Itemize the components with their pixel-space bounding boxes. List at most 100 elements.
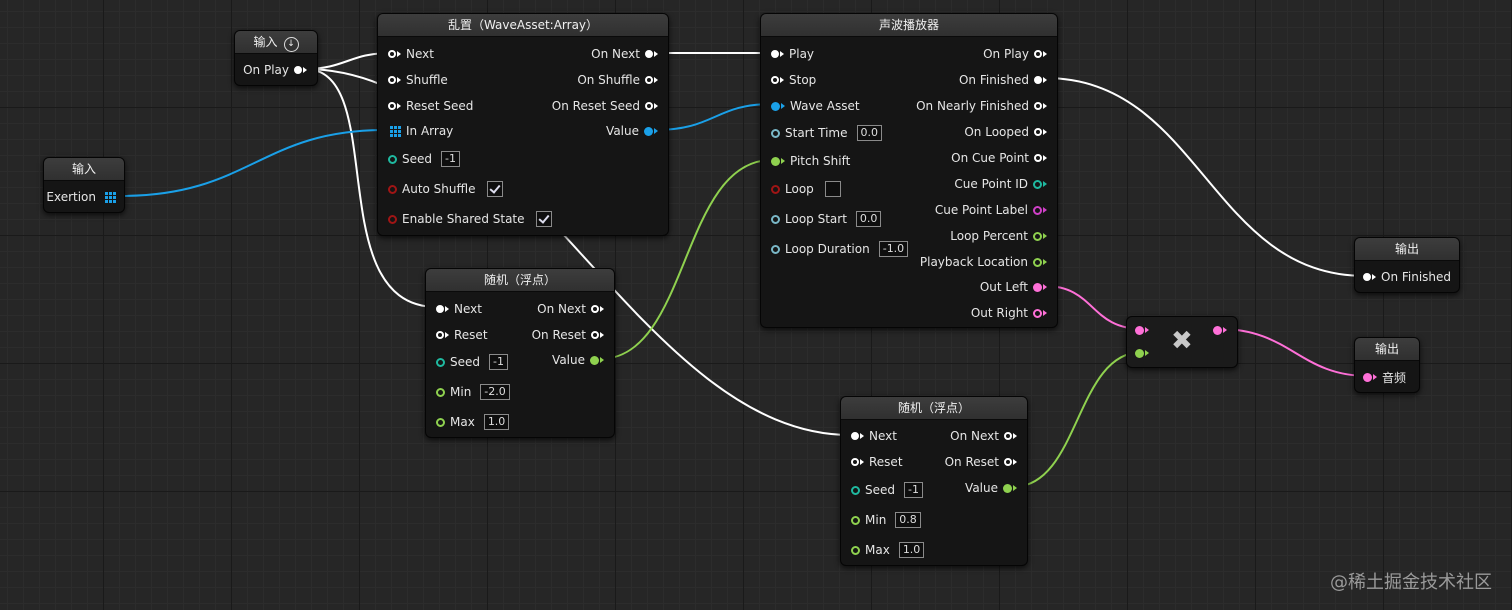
min-input[interactable]: 0.8 <box>895 512 921 528</box>
max-input[interactable]: 1.0 <box>483 414 510 430</box>
time-pin-icon[interactable] <box>771 244 780 254</box>
exec-pin-icon[interactable] <box>1034 50 1042 58</box>
multiply-node[interactable]: ✖ <box>1126 316 1238 368</box>
pin-multiply-b[interactable] <box>1135 344 1149 362</box>
pin-on-looped[interactable]: On Looped <box>959 123 1047 141</box>
pin-cue-point-id[interactable]: Cue Point ID <box>949 175 1047 193</box>
exec-pin-icon[interactable] <box>388 102 396 110</box>
pin-out-right[interactable]: Out Right <box>966 304 1047 322</box>
pin-on-nearly-finished[interactable]: On Nearly Finished <box>911 97 1047 115</box>
wave-pin-icon[interactable] <box>644 126 653 136</box>
arrow-down-circle-icon[interactable]: ↓ <box>283 37 299 52</box>
exec-pin-icon[interactable] <box>771 76 779 84</box>
pin-on-next[interactable]: On Next <box>532 300 604 318</box>
start-time-input[interactable]: 0.0 <box>856 125 882 141</box>
pin-loop[interactable]: Loop <box>771 180 841 198</box>
exec-pin-icon[interactable] <box>388 50 396 58</box>
audio-pin-icon[interactable] <box>1135 325 1144 335</box>
string-pin-icon[interactable] <box>1033 205 1042 215</box>
pin-reset-seed[interactable]: Reset Seed <box>388 97 478 115</box>
bool-pin-icon[interactable] <box>388 214 397 224</box>
loop-start-input[interactable]: 0.0 <box>855 211 882 227</box>
array-pin-icon[interactable] <box>105 191 116 203</box>
pin-value[interactable]: Value <box>601 122 658 140</box>
pin-value[interactable]: Value <box>960 479 1017 497</box>
int-pin-icon[interactable] <box>388 154 397 164</box>
input-node-exertion[interactable]: 输入 Exertion <box>43 157 125 213</box>
seed-input[interactable]: -1 <box>489 354 508 370</box>
pin-value[interactable]: Value <box>547 351 604 369</box>
enable-shared-state-checkbox[interactable] <box>535 211 552 227</box>
float-pin-icon[interactable] <box>1033 257 1042 267</box>
exec-pin-icon[interactable] <box>1004 432 1012 440</box>
pin-on-reset[interactable]: On Reset <box>940 453 1017 471</box>
input-node-play[interactable]: 输入↓ On Play <box>234 30 318 86</box>
pin-next[interactable]: Next <box>388 45 439 63</box>
pin-seed[interactable]: Seed-1 <box>851 481 923 499</box>
pin-on-next[interactable]: On Next <box>945 427 1017 445</box>
pin-on-reset-seed[interactable]: On Reset Seed <box>547 97 658 115</box>
output-node-finished[interactable]: 输出 On Finished <box>1354 237 1460 293</box>
exec-pin-icon[interactable] <box>645 102 653 110</box>
audio-pin-icon[interactable] <box>1033 282 1042 292</box>
pin-on-finished[interactable]: On Finished <box>1363 268 1456 286</box>
exec-pin-icon[interactable] <box>851 458 859 466</box>
pin-multiply-a[interactable] <box>1135 321 1149 339</box>
pin-next[interactable]: Next <box>851 427 902 445</box>
output-node-audio[interactable]: 输出 音频 <box>1354 337 1420 393</box>
min-input[interactable]: -2.0 <box>480 384 510 400</box>
exec-pin-icon[interactable] <box>771 50 779 58</box>
pin-audio[interactable]: 音频 <box>1363 368 1411 386</box>
pin-on-finished[interactable]: On Finished <box>954 71 1047 89</box>
exec-pin-icon[interactable] <box>1034 102 1042 110</box>
exec-pin-icon[interactable] <box>436 305 444 313</box>
exec-pin-icon[interactable] <box>1004 458 1012 466</box>
pin-playback-location[interactable]: Playback Location <box>915 253 1047 271</box>
bool-pin-icon[interactable] <box>771 184 780 194</box>
pin-on-cue-point[interactable]: On Cue Point <box>946 149 1047 167</box>
pin-seed[interactable]: Seed-1 <box>436 353 508 371</box>
time-pin-icon[interactable] <box>771 128 780 138</box>
float-pin-icon[interactable] <box>436 417 445 427</box>
pin-auto-shuffle[interactable]: Auto Shuffle <box>388 180 503 198</box>
exec-pin-icon[interactable] <box>851 432 859 440</box>
pin-on-play[interactable]: On Play <box>238 61 307 79</box>
exec-pin-icon[interactable] <box>645 50 653 58</box>
loop-duration-input[interactable]: -1.0 <box>878 241 909 257</box>
pin-on-shuffle[interactable]: On Shuffle <box>572 71 658 89</box>
int-pin-icon[interactable] <box>436 357 445 367</box>
pin-reset[interactable]: Reset <box>851 453 908 471</box>
exec-pin-icon[interactable] <box>591 331 599 339</box>
float-pin-icon[interactable] <box>436 387 445 397</box>
exec-pin-icon[interactable] <box>591 305 599 313</box>
exec-pin-icon[interactable] <box>645 76 653 84</box>
exec-pin-icon[interactable] <box>1034 128 1042 136</box>
pin-wave-asset[interactable]: Wave Asset <box>771 97 865 115</box>
pin-pitch-shift[interactable]: Pitch Shift <box>771 152 855 170</box>
pin-reset[interactable]: Reset <box>436 326 493 344</box>
pin-play[interactable]: Play <box>771 45 819 63</box>
exec-pin-icon[interactable] <box>436 331 444 339</box>
float-pin-icon[interactable] <box>1033 231 1042 241</box>
exec-pin-icon[interactable] <box>388 76 396 84</box>
exec-pin-icon[interactable] <box>1034 76 1042 84</box>
pin-on-reset[interactable]: On Reset <box>527 326 604 344</box>
float-pin-icon[interactable] <box>851 545 860 555</box>
float-pin-icon[interactable] <box>771 156 780 166</box>
exec-pin-icon[interactable] <box>1034 154 1042 162</box>
float-pin-icon[interactable] <box>590 355 599 365</box>
pin-stop[interactable]: Stop <box>771 71 821 89</box>
int-pin-icon[interactable] <box>851 485 860 495</box>
pin-loop-percent[interactable]: Loop Percent <box>945 227 1047 245</box>
wave-pin-icon[interactable] <box>771 101 780 111</box>
array-pin-icon[interactable] <box>390 125 401 137</box>
exec-pin-icon[interactable] <box>294 66 302 74</box>
